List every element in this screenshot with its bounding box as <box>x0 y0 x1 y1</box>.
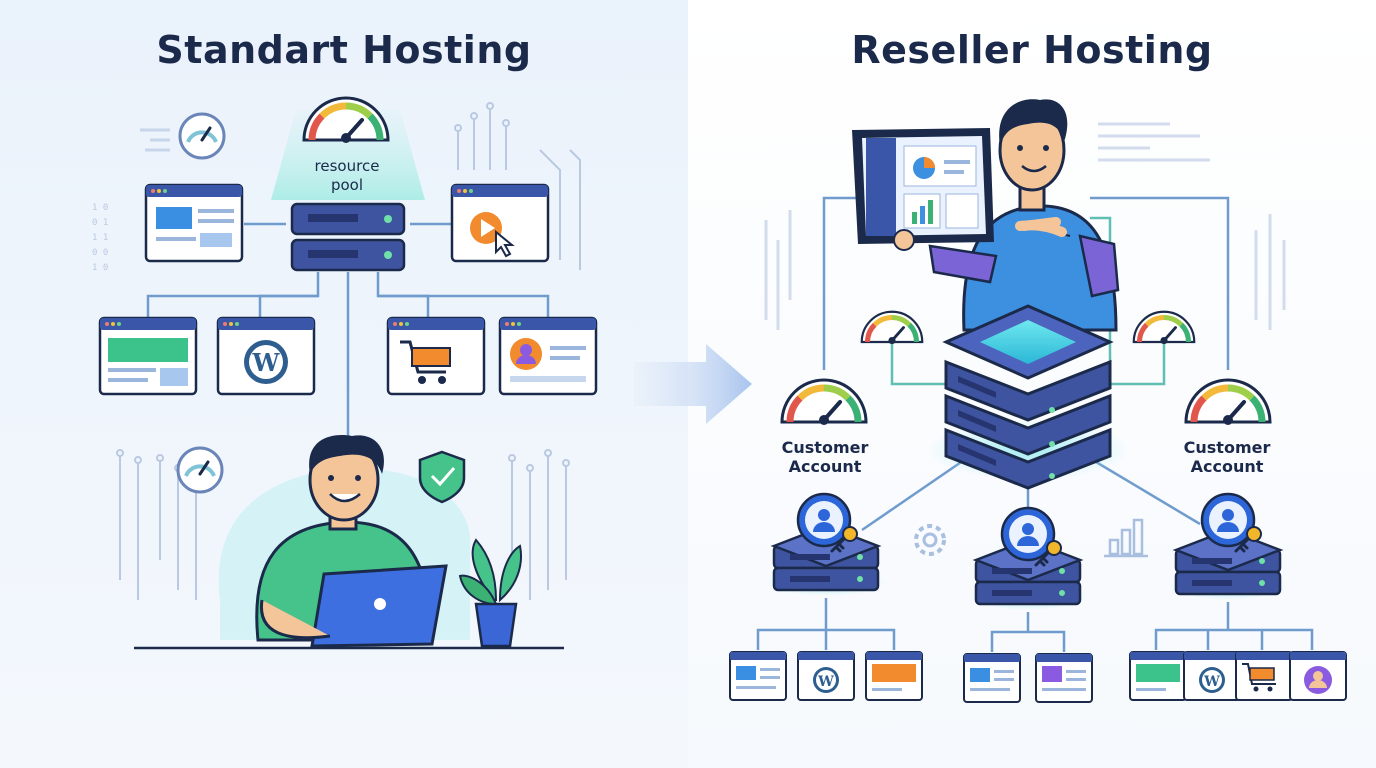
site-window-5 <box>1035 653 1093 703</box>
svg-text:0 1: 0 1 <box>92 218 108 228</box>
site-connections <box>756 598 1314 652</box>
right-decoration <box>764 122 1286 330</box>
svg-text:1 0: 1 0 <box>92 263 108 273</box>
svg-text:0 0: 0 0 <box>92 248 108 258</box>
main-server-icon <box>928 304 1128 490</box>
customer-account-left-line1: Customer <box>781 438 869 457</box>
site-window-cart <box>1235 651 1293 701</box>
site-window-6 <box>1129 651 1187 701</box>
speed-lines <box>140 128 170 152</box>
gear-icon <box>914 524 946 556</box>
site-window-4 <box>963 653 1021 703</box>
binary-decoration: 1 0 0 1 1 1 0 0 1 0 <box>92 203 108 273</box>
reseller-person <box>928 99 1120 332</box>
site-window-wordpress: W <box>797 651 855 701</box>
browser-window-icon <box>144 183 244 263</box>
small-gauge-icon-2 <box>176 446 224 494</box>
plant-icon <box>458 538 522 648</box>
left-connections <box>146 222 550 440</box>
browser-window-play-icon <box>450 183 550 263</box>
bar-chart-icon <box>1104 518 1148 558</box>
wordpress-icon: W <box>216 316 316 396</box>
cart-icon <box>386 316 486 396</box>
resource-pool-line2: pool <box>330 176 364 194</box>
resource-pool-label: resource pool <box>288 157 406 195</box>
customer-account-left-label: Customer Account <box>760 438 890 476</box>
customer-account-right-line1: Customer <box>1183 438 1271 457</box>
arrow-right-icon <box>634 344 752 424</box>
svg-text:W: W <box>1203 674 1220 690</box>
shield-check-icon <box>418 450 466 504</box>
site-window-3 <box>865 651 923 701</box>
developer-person <box>218 435 470 648</box>
sub-server-left <box>766 492 886 596</box>
svg-text:W: W <box>817 674 834 690</box>
tablet-dashboard-icon <box>852 128 1061 251</box>
site-window-profile <box>1289 651 1347 701</box>
customer-account-left-line2: Account <box>788 457 862 476</box>
standard-hosting-title: Standart Hosting <box>156 28 532 72</box>
site-window-1 <box>729 651 787 701</box>
profile-window-icon <box>498 316 598 396</box>
svg-text:1 1: 1 1 <box>92 233 108 243</box>
customer-account-right-label: Customer Account <box>1162 438 1292 476</box>
small-gauge-icon <box>178 112 226 160</box>
browser-window-icon-2 <box>98 316 198 396</box>
sub-server-mid <box>968 506 1088 610</box>
reseller-hosting-title: Reseller Hosting <box>851 28 1213 72</box>
svg-text:1 0: 1 0 <box>92 203 108 213</box>
sub-server-right <box>1168 492 1288 600</box>
customer-account-right-line2: Account <box>1190 457 1264 476</box>
svg-text:W: W <box>252 348 281 377</box>
circuit-decoration <box>116 102 581 600</box>
site-window-wordpress-2: W <box>1183 651 1241 701</box>
resource-pool-line1: resource <box>314 157 380 175</box>
